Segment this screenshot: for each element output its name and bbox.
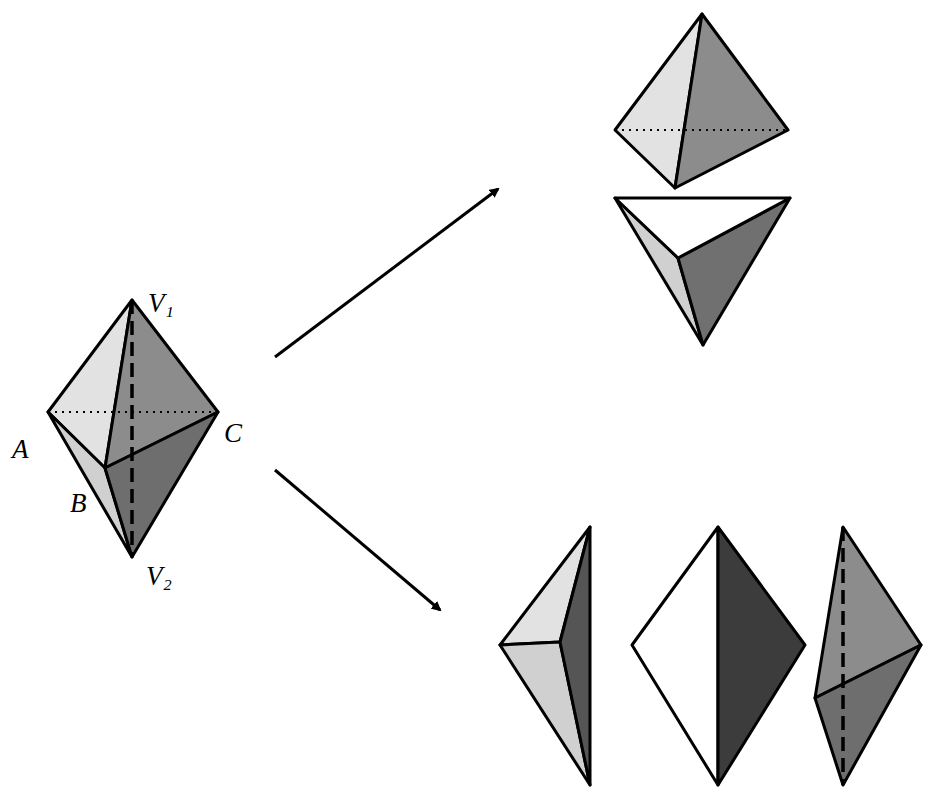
vertex-label: B (70, 490, 87, 517)
vertex-label: C (224, 420, 242, 447)
vertex-label: V₁ (148, 290, 174, 317)
vertex-label: A (12, 436, 29, 463)
vertex-label: V₂ (146, 563, 172, 590)
